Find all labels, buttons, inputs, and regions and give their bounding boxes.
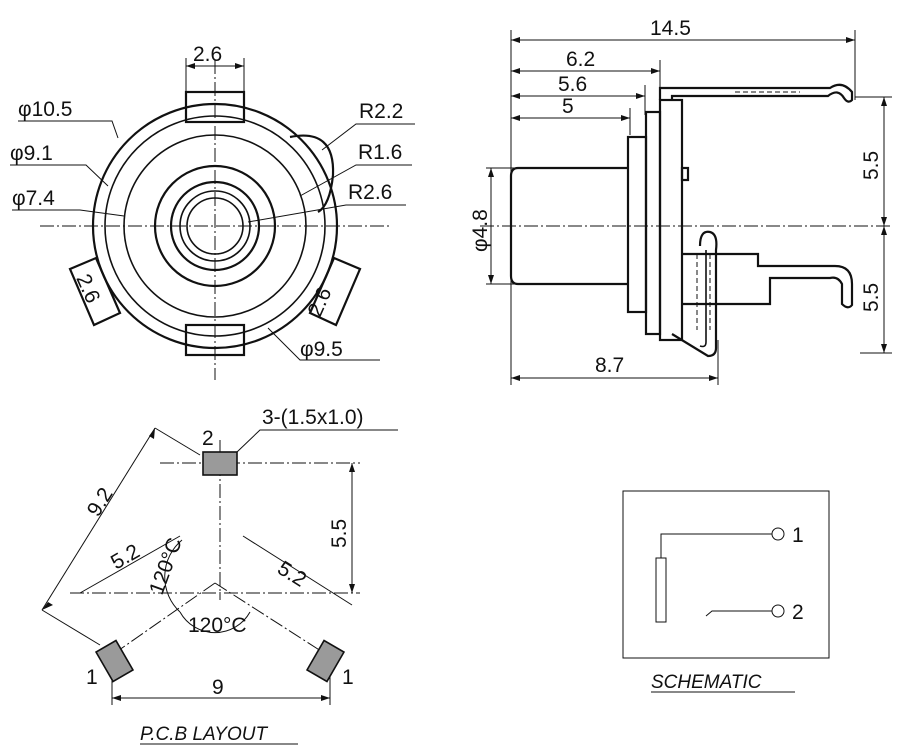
- barrel-diameter-label: φ4.8: [469, 209, 492, 252]
- upper-height-label: 5.5: [860, 151, 883, 180]
- schematic-pin2-terminal: [771, 604, 785, 618]
- schematic-title: SCHEMATIC: [651, 672, 762, 693]
- pad-left: [94, 639, 135, 683]
- inner-diameter-label: φ7.4: [12, 187, 55, 210]
- schematic: 1 2 SCHEMATIC: [622, 490, 830, 693]
- radius-right-label: 5.2: [273, 557, 310, 592]
- right-tab-label: 2.6: [304, 284, 337, 320]
- diagonal-dim-label: 9.2: [83, 484, 118, 521]
- front-view: 2.6 φ10.5 φ9.1 φ7.4 R2.2 R1.6 R2.6 2.6 2…: [10, 43, 415, 380]
- tab-width-label: 2.6: [193, 43, 222, 66]
- bottom-length-label: 8.7: [595, 354, 624, 377]
- schematic-jack: [655, 557, 667, 623]
- horizontal-dim-label: 9: [212, 676, 224, 699]
- schematic-pin1-label: 1: [792, 524, 804, 547]
- radius-r26-label: R2.6: [348, 181, 392, 204]
- schematic-pin2-label: 2: [792, 601, 804, 624]
- pad-right: [305, 639, 346, 683]
- pad-note-label: 3-(1.5x1.0): [262, 406, 364, 429]
- pin-top-label: 2: [202, 427, 214, 450]
- radius-left-label: 5.2: [107, 540, 144, 575]
- pcb-layout: 9.2 5.2 5.2 120°C 120°C 5.5 9 3-(1.5x1.0…: [41, 406, 398, 745]
- radius-r16-label: R1.6: [358, 141, 402, 164]
- upper-angle-label: 120°C: [145, 535, 187, 598]
- schematic-frame: [622, 490, 830, 659]
- length-5-label: 5: [562, 95, 574, 118]
- length-62-label: 6.2: [566, 48, 595, 71]
- side-view: 14.5 6.2 5.6 5 8.7 5.5 5.5 φ4.8: [469, 17, 892, 385]
- radius-r22-label: R2.2: [359, 100, 403, 123]
- length-56-label: 5.6: [558, 73, 587, 96]
- middle-diameter-label: φ9.1: [10, 142, 53, 165]
- pcb-layout-title: P.C.B LAYOUT: [140, 724, 268, 745]
- left-tab-label: 2.6: [71, 271, 104, 307]
- pin-left-label: 1: [86, 666, 98, 689]
- lower-angle-label: 120°C: [188, 614, 247, 637]
- pin-right-label: 1: [342, 666, 354, 689]
- overall-length-label: 14.5: [650, 17, 691, 40]
- bottom-diameter-label: φ9.5: [300, 338, 343, 361]
- schematic-pin1-terminal: [771, 527, 785, 541]
- pad-top: [202, 451, 238, 476]
- vertical-dim-label: 5.5: [328, 519, 351, 548]
- lower-height-label: 5.5: [860, 283, 883, 312]
- outer-diameter-label: φ10.5: [18, 98, 73, 121]
